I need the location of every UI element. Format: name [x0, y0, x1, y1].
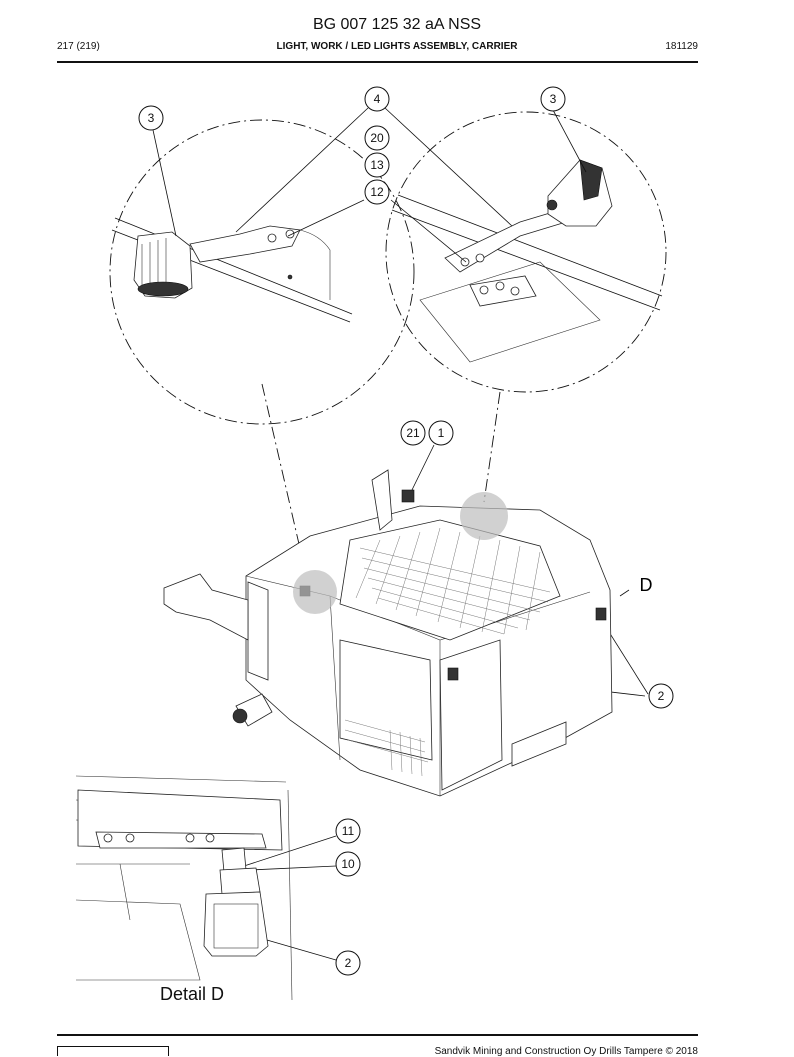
footer-copyright: Sandvik Mining and Construction Oy Drill… — [434, 1046, 698, 1057]
document-id: BG 007 125 32 aA NSS — [312, 16, 482, 33]
svg-text:20: 20 — [370, 131, 384, 145]
page-number: 217 (219) — [57, 41, 100, 52]
detail-d-label: Detail D — [160, 984, 225, 1004]
left-detail-leader — [261, 383, 306, 571]
brand-logo — [57, 1046, 169, 1056]
carrier-machine — [163, 469, 613, 797]
callout-4: 4 — [364, 86, 390, 112]
svg-text:2: 2 — [345, 956, 352, 970]
callout-11: 11 — [335, 818, 361, 844]
svg-text:12: 12 — [370, 185, 384, 199]
page-title: LIGHT, WORK / LED LIGHTS ASSEMBLY, CARRI… — [276, 41, 518, 52]
svg-text:1: 1 — [438, 426, 445, 440]
svg-text:3: 3 — [550, 92, 557, 106]
callout-21: 21 — [400, 420, 426, 446]
callout-13: 13 — [364, 152, 390, 178]
callout-2-detail: 2 — [335, 950, 361, 976]
svg-text:2: 2 — [658, 689, 665, 703]
svg-text:4: 4 — [374, 92, 381, 106]
detail-d-view — [75, 775, 293, 1001]
callout-3-right: 3 — [540, 86, 566, 112]
svg-text:10: 10 — [341, 857, 355, 871]
callout-3-left: 3 — [138, 105, 164, 131]
left-detail-view — [109, 119, 415, 425]
svg-text:11: 11 — [342, 824, 355, 838]
svg-text:13: 13 — [370, 158, 384, 172]
right-detail-leader — [483, 391, 501, 503]
svg-text:21: 21 — [406, 426, 420, 440]
right-detail-view — [385, 111, 667, 393]
callout-12: 12 — [364, 179, 390, 205]
header-rule — [57, 61, 698, 63]
detail-d-marker: D — [640, 575, 653, 595]
callout-10: 10 — [335, 851, 361, 877]
callout-2-main: 2 — [648, 683, 674, 709]
document-code: 181129 — [665, 41, 698, 52]
callout-20: 20 — [364, 125, 390, 151]
callout-1: 1 — [428, 420, 454, 446]
svg-text:3: 3 — [148, 111, 155, 125]
footer-rule — [57, 1034, 698, 1036]
